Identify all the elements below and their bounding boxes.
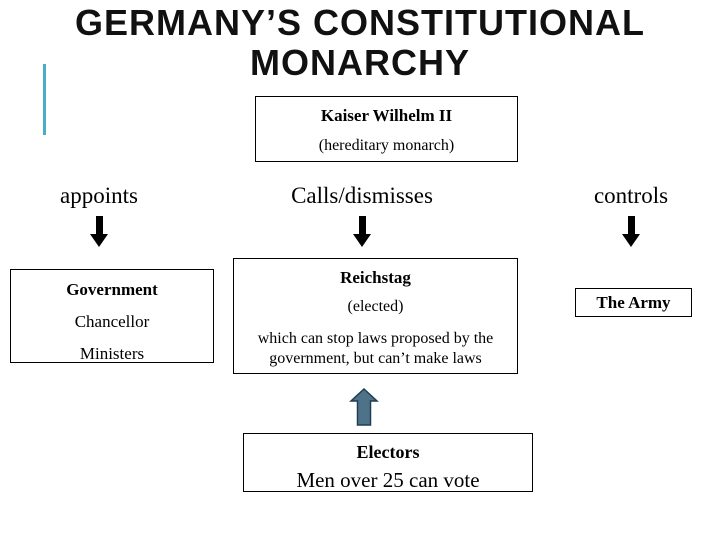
slide-title-line1: GERMANY’S CONSTITUTIONAL: [75, 2, 645, 43]
down-arrow-head: [622, 234, 640, 247]
down-arrow-icon: [19, 216, 179, 247]
government-box-role-chancellor: Chancellor: [74, 312, 150, 331]
electors-box-title: Electors: [356, 442, 420, 462]
reichstag-box-subtitle: (elected): [347, 298, 404, 315]
reichstag-box-title: Reichstag: [340, 268, 411, 287]
down-arrow-shaft: [358, 216, 366, 234]
down-arrow-icon: [282, 216, 442, 247]
government-box-role-ministers: Ministers: [79, 344, 145, 363]
army-box: The Army: [575, 288, 692, 317]
kaiser-box-title: Kaiser Wilhelm II: [320, 106, 453, 125]
relation-calls-dismisses-label: Calls/dismisses: [291, 183, 433, 208]
relation-controls-label: controls: [593, 183, 669, 208]
relation-controls: controls: [551, 182, 711, 247]
electors-box: Electors Men over 25 can vote: [243, 433, 533, 492]
relation-calls-dismisses: Calls/dismisses: [282, 182, 442, 247]
down-arrow-shaft: [627, 216, 635, 234]
government-box-title: Government: [66, 280, 158, 299]
down-arrow-head: [353, 234, 371, 247]
down-arrow-head: [90, 234, 108, 247]
government-box: Government Chancellor Ministers: [10, 269, 214, 363]
down-arrow-shaft: [95, 216, 103, 234]
relation-appoints-label: appoints: [60, 183, 138, 208]
slide-title-line2: MONARCHY: [250, 42, 470, 83]
down-arrow-icon: [551, 216, 711, 247]
army-box-title: The Army: [596, 293, 671, 312]
kaiser-box: Kaiser Wilhelm II (hereditary monarch): [255, 96, 518, 162]
slide-title: GERMANY’S CONSTITUTIONAL MONARCHY: [0, 3, 720, 83]
reichstag-box: Reichstag (elected) which can stop laws …: [233, 258, 518, 374]
accent-bar: [43, 64, 46, 135]
kaiser-box-subtitle: (hereditary monarch): [318, 137, 455, 154]
relation-appoints: appoints: [19, 182, 179, 247]
reichstag-box-note: which can stop laws proposed by the gove…: [257, 330, 494, 367]
up-arrow-icon: [349, 388, 379, 426]
electors-box-subtitle: Men over 25 can vote: [296, 468, 480, 492]
